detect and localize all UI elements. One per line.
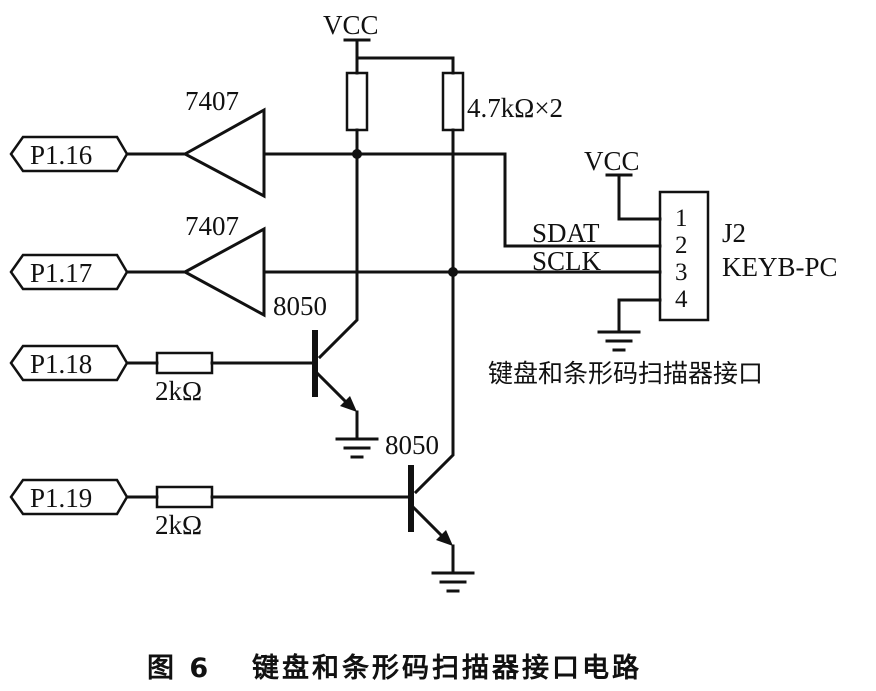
connector-description: 键盘和条形码扫描器接口 bbox=[488, 359, 763, 388]
port-label: P1.18 bbox=[30, 349, 92, 379]
port-p1-17: P1.17 7407 bbox=[9, 211, 662, 318]
base-resistor-label: 2kΩ bbox=[155, 376, 202, 406]
wire-pin1 bbox=[617, 173, 662, 221]
pin-3: 3 bbox=[675, 259, 688, 286]
connector-ref: J2 bbox=[722, 218, 746, 248]
vcc-top-label: VCC bbox=[323, 10, 379, 40]
port-label: P1.17 bbox=[30, 258, 92, 288]
signal-sdat: SDAT bbox=[532, 218, 600, 248]
caption-title: 键盘和条形码扫描器接口电路 bbox=[252, 652, 642, 684]
wire-pin4 bbox=[617, 298, 662, 332]
connector-body bbox=[658, 190, 710, 322]
emitter-arrow-icon bbox=[436, 530, 453, 546]
connector-name: KEYB-PC bbox=[722, 252, 838, 282]
buffer-7407-1 bbox=[181, 107, 266, 199]
pin-4: 4 bbox=[675, 286, 688, 313]
pullup-resistor-1 bbox=[345, 71, 369, 132]
transistor-label: 8050 bbox=[385, 430, 439, 460]
vcc-connector-label: VCC bbox=[584, 146, 640, 176]
base-resistor-label: 2kΩ bbox=[155, 510, 202, 540]
base-resistor-1 bbox=[155, 351, 214, 375]
buffer-7407-2 bbox=[181, 226, 266, 318]
pin-2: 2 bbox=[675, 232, 688, 259]
port-label: P1.19 bbox=[30, 483, 92, 513]
pin-1: 1 bbox=[675, 205, 688, 232]
port-label: P1.16 bbox=[30, 140, 92, 170]
transistor-label: 8050 bbox=[273, 291, 327, 321]
wire-collector-1 bbox=[317, 128, 359, 360]
figure-caption: 图 6 键盘和条形码扫描器接口电路 bbox=[147, 652, 642, 684]
port-p1-19: P1.19 2kΩ 8050 bbox=[9, 430, 475, 593]
wire-sdat bbox=[262, 152, 662, 248]
buffer-label: 7407 bbox=[185, 211, 239, 241]
base-resistor-2 bbox=[155, 485, 214, 509]
pullup-label: 4.7kΩ×2 bbox=[467, 93, 563, 123]
pullup-resistors: 4.7kΩ×2 bbox=[317, 71, 563, 495]
port-p1-16: P1.16 7407 bbox=[9, 86, 662, 248]
caption-figure-number: 图 6 bbox=[147, 653, 211, 684]
transistor-emitter bbox=[411, 505, 449, 543]
transistor-emitter bbox=[315, 371, 353, 409]
emitter-arrow-icon bbox=[340, 396, 357, 412]
connector-j2: VCC 1 2 3 4 SDAT SCLK J2 KEYB-PC 键盘和条形码扫… bbox=[488, 146, 838, 388]
buffer-label: 7407 bbox=[185, 86, 239, 116]
vcc-top: VCC bbox=[323, 10, 455, 75]
wire bbox=[355, 56, 455, 75]
wire-collector-2 bbox=[413, 128, 455, 495]
signal-sclk: SCLK bbox=[532, 246, 602, 276]
pullup-resistor-2 bbox=[441, 71, 465, 132]
port-p1-18: P1.18 2kΩ 8050 bbox=[9, 291, 379, 459]
